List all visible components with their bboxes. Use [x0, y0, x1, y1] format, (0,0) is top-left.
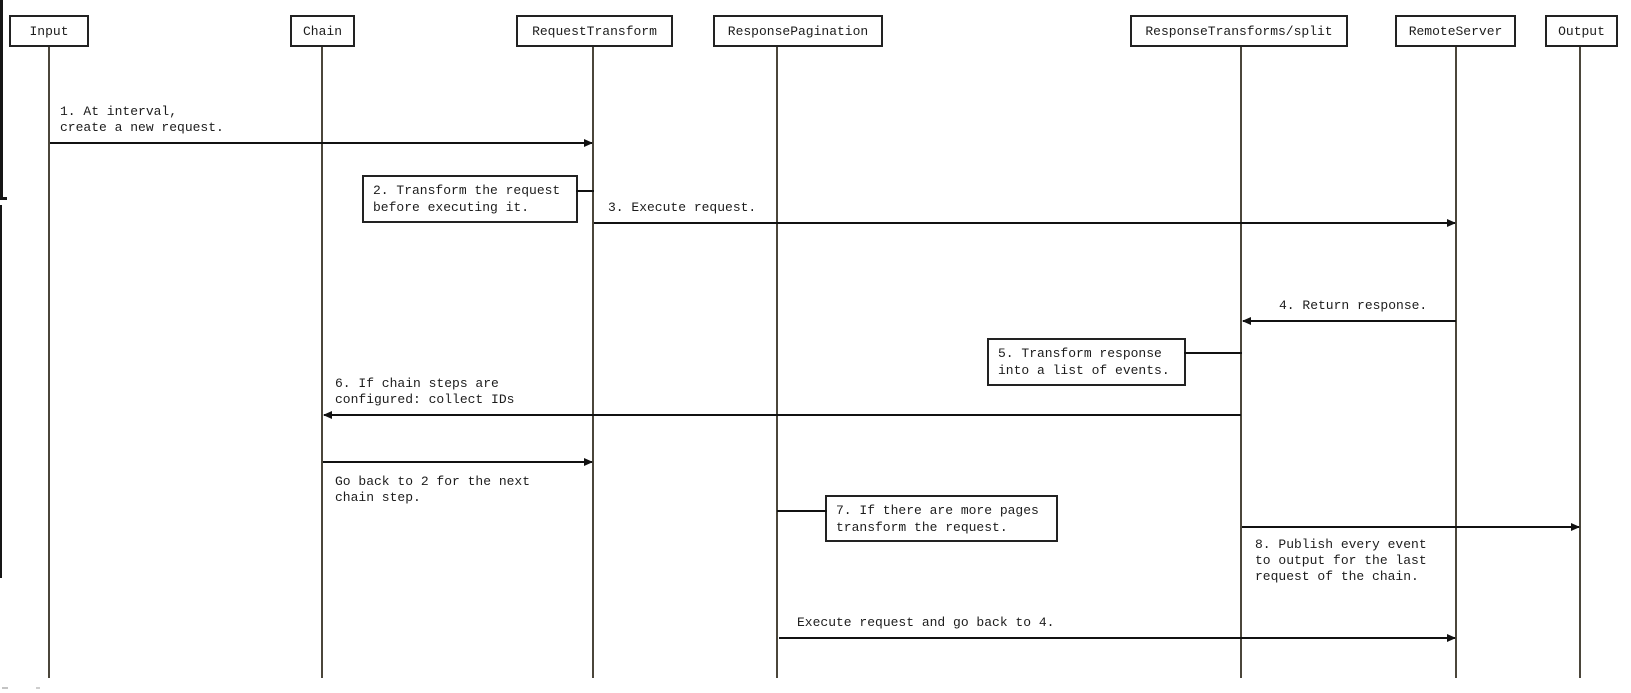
message-arrow-go-back	[323, 458, 593, 466]
arrowhead-right-icon	[584, 458, 593, 466]
actor-box-request-transform: RequestTransform	[516, 15, 673, 47]
message-label-4: 4. Return response.	[1279, 298, 1428, 313]
window-border-left-upper	[0, 0, 3, 197]
lifeline-input	[48, 47, 50, 678]
note-box-7: 7. If there are more pages transform the…	[825, 495, 1058, 542]
note-box-5: 5. Transform response into a list of eve…	[987, 338, 1186, 386]
message-label-go-back: Go back to 2 for the next chain step.	[335, 474, 531, 505]
actor-label-response-transforms-split: ResponseTransforms/split	[1145, 23, 1333, 39]
message-arrow-4	[1242, 317, 1456, 325]
lifeline-response-pagination	[776, 47, 778, 678]
arrowhead-right-icon	[1447, 634, 1456, 642]
note-connector-2	[576, 190, 594, 192]
actor-label-chain: Chain	[302, 23, 342, 39]
actor-box-output: Output	[1545, 15, 1618, 47]
bottom-artifact-1	[2, 687, 8, 689]
actor-label-output: Output	[1558, 23, 1605, 39]
lifeline-remote-server	[1455, 47, 1457, 678]
note-box-2: 2. Transform the request before executin…	[362, 175, 578, 223]
lifeline-request-transform	[592, 47, 594, 678]
arrowhead-right-icon	[584, 139, 593, 147]
actor-label-input: Input	[29, 23, 69, 39]
message-arrow-8	[1242, 523, 1580, 531]
arrowhead-right-icon	[1571, 523, 1580, 531]
message-arrow-3	[594, 219, 1456, 227]
lifeline-response-transforms-split	[1240, 47, 1242, 678]
actor-box-response-pagination: ResponsePagination	[713, 15, 883, 47]
lifeline-chain	[321, 47, 323, 678]
note-connector-7	[777, 510, 827, 512]
message-label-6: 6. If chain steps are configured: collec…	[335, 376, 515, 407]
message-label-8: 8. Publish every event to output for the…	[1255, 537, 1427, 584]
actor-box-remote-server: RemoteServer	[1395, 15, 1516, 47]
lifeline-output	[1579, 47, 1581, 678]
arrowhead-right-icon	[1447, 219, 1456, 227]
arrowhead-left-icon	[1242, 317, 1251, 325]
message-arrow-execute-again	[779, 634, 1456, 642]
actor-box-input: Input	[9, 15, 89, 47]
window-border-notch	[0, 197, 7, 200]
message-label-execute-again: Execute request and go back to 4.	[797, 615, 1055, 630]
actor-label-remote-server: RemoteServer	[1408, 23, 1503, 39]
actor-box-chain: Chain	[290, 15, 355, 47]
arrowhead-left-icon	[323, 411, 332, 419]
bottom-artifact-2	[36, 687, 40, 689]
message-arrow-6	[323, 411, 1241, 419]
message-label-3: 3. Execute request.	[608, 200, 757, 215]
message-label-1: 1. At interval, create a new request.	[60, 104, 224, 135]
window-border-left-lower	[0, 205, 2, 578]
actor-label-request-transform: RequestTransform	[532, 23, 657, 39]
message-arrow-1	[50, 139, 593, 147]
actor-label-response-pagination: ResponsePagination	[727, 23, 869, 39]
note-connector-5	[1184, 352, 1242, 354]
actor-box-response-transforms-split: ResponseTransforms/split	[1130, 15, 1348, 47]
